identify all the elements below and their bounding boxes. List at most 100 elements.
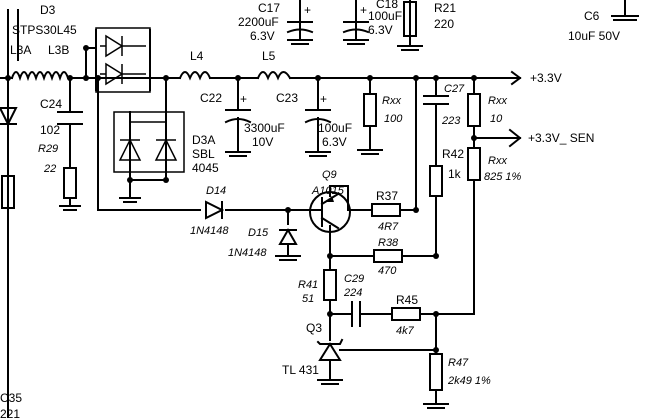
c23-ref: C23 [276,91,298,105]
d15-part: 1N4148 [228,247,267,259]
c17-volt: 6.3V [250,29,275,43]
d3-ref: D3 [40,3,56,17]
rxx-825-ref: Rxx [488,155,507,167]
r37-ref: R37 [376,189,398,203]
r41-val: 51 [302,293,314,305]
r47-ref: R47 [448,357,469,369]
capacitor-c17: + [286,3,314,34]
r29-ref: R29 [38,143,58,155]
diode-d15 [278,227,298,245]
c22-val: 3300uF [244,121,285,135]
regulator-q3-tl431 [316,338,344,361]
c6-val: 10uF 50V [568,29,620,43]
q9-part: A1015 [311,185,345,197]
diode-d3a [113,111,185,173]
l5-label: L5 [262,49,276,63]
d15-ref: D15 [248,227,269,239]
r47-val: 2k49 1% [447,375,491,387]
output-3v3-sense: +3.3V_ SEN [528,131,594,145]
resistor-rxx-10 [467,93,481,127]
d3-part: STPS30L45 [12,23,77,37]
r45-ref: R45 [396,293,418,307]
component-labels: D3 STPS30L45 L3A L3B C24 102 R29 22 L4 L… [0,0,620,418]
inductor-l3a-l3b [10,71,70,82]
q3-part: TL 431 [282,363,319,377]
c24-val: 102 [40,123,60,137]
ground-symbols [59,19,637,409]
junction-dots [5,45,477,353]
transistor-q9 [309,191,351,233]
r42-val: 1k [448,167,462,181]
diode-d14 [205,200,225,220]
capacitor-c22: + [224,92,252,124]
q3-ref: Q3 [306,321,322,335]
capacitor-c23: + [304,92,332,124]
r38-val: 470 [378,265,397,277]
capacitor-c18: + [342,3,370,34]
l3a-label: L3A [10,43,31,57]
rxx-100-val: 100 [384,113,403,125]
c27-ref: C27 [444,83,465,95]
c17-val: 2200uF [238,15,279,29]
c23-val: 100uF [318,121,352,135]
r21-val: 220 [434,17,454,31]
diode-left [0,107,18,209]
rxx-100-ref: Rxx [382,95,401,107]
c18-val: 100uF [368,9,402,23]
r38-ref: R38 [378,237,399,249]
d3a-part: 4045 [192,161,219,175]
output-arrows [508,70,522,148]
resistor-r47 [429,353,443,391]
c35-ref: C35 [0,391,22,405]
d3a-type: SBL [192,147,215,161]
r45-val: 4k7 [396,325,415,337]
c18-ref: C18 [376,0,398,11]
c17-ref: C17 [258,1,280,15]
capacitor-c24 [57,111,83,125]
rxx-825-val: 825 1% [484,171,522,183]
resistor-r21 [403,1,417,37]
c23-volt: 6.3V [322,135,347,149]
c6-ref: C6 [584,9,600,23]
resistor-r41 [323,269,337,301]
capacitor-c27 [423,95,449,105]
q9-ref: Q9 [322,169,337,181]
svg-text:+: + [240,92,247,106]
resistor-r29 [63,167,77,199]
l4-label: L4 [190,49,204,63]
c29-val: 224 [343,287,362,299]
inductor-l4 [178,71,212,81]
c27-val: 223 [441,115,461,127]
c22-ref: C22 [200,91,222,105]
r42-ref: R42 [442,147,464,161]
rxx-10-val: 10 [490,113,503,125]
r29-val: 22 [43,163,56,175]
resistor-r45 [391,307,421,321]
capacitor-c29 [351,301,361,327]
l3b-label: L3B [48,43,69,57]
inductor-l5 [256,71,292,81]
resistor-rxx-825 [467,147,481,181]
c35-val: 221 [0,407,20,418]
diode-d3 [95,27,151,93]
rxx-10-ref: Rxx [488,95,507,107]
c18-volt: 6.3V [368,23,393,37]
resistor-r38 [373,249,403,263]
svg-text:+: + [320,92,327,106]
output-3v3: +3.3V [530,71,562,85]
resistor-rxx-100 [363,93,377,127]
c29-ref: C29 [344,273,364,285]
r37-val: 4R7 [378,221,399,233]
resistor-r37 [371,203,401,217]
c24-ref: C24 [40,97,62,111]
svg-text:+: + [360,3,367,17]
c22-volt: 10V [252,135,273,149]
r21-ref: R21 [434,1,456,15]
svg-text:+: + [304,3,311,17]
r41-ref: R41 [298,279,318,291]
d14-part: 1N4148 [190,225,229,237]
d14-ref: D14 [206,185,226,197]
resistor-r42 [429,165,443,197]
